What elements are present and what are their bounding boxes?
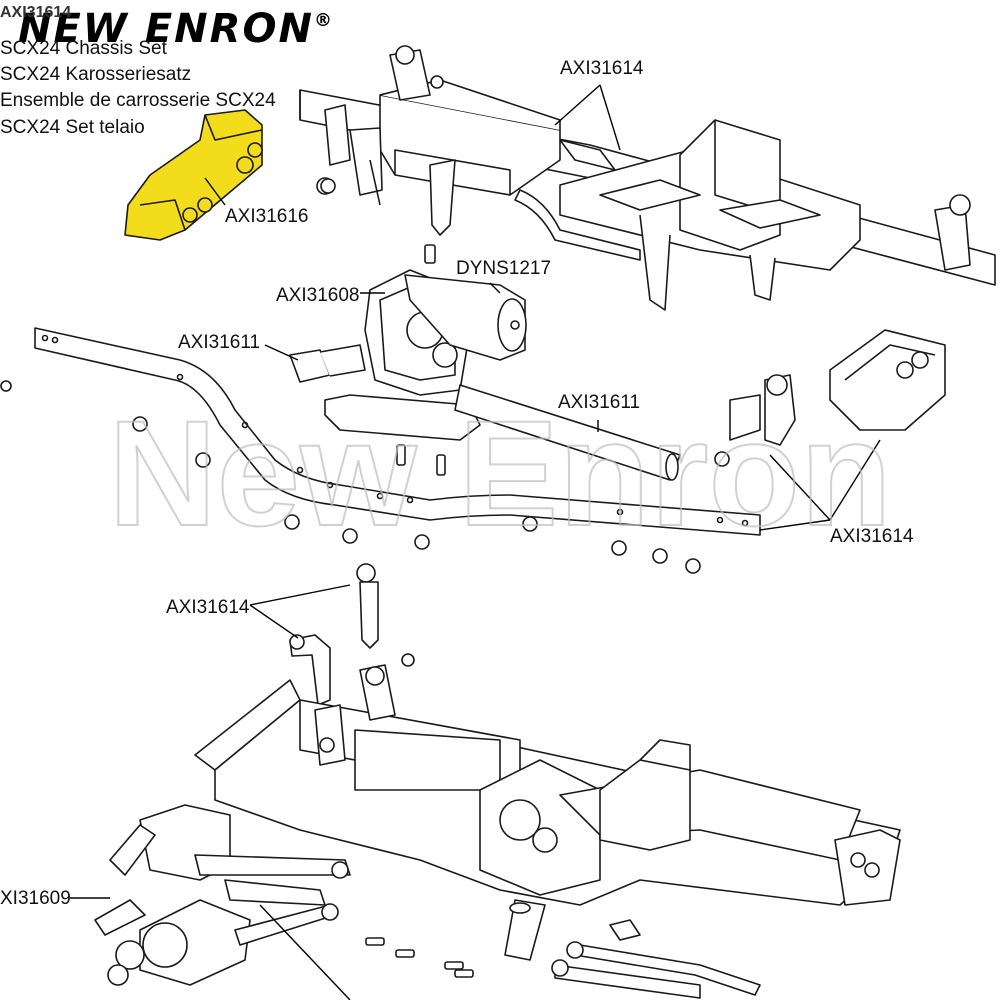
highlighted-part-axi31616 bbox=[124, 109, 263, 241]
header-part-code: AXI31614 bbox=[0, 4, 72, 21]
body-mount-posts bbox=[289, 563, 379, 706]
top-center-cage bbox=[559, 119, 861, 311]
middle-side-rail bbox=[34, 327, 761, 536]
bottom-chassis-assembly bbox=[194, 664, 901, 906]
middle-shock-tower bbox=[729, 374, 796, 446]
header-line-3: Ensemble de carrosserie SCX24 bbox=[0, 90, 276, 111]
callout-axi31609: XI31609 bbox=[0, 888, 71, 909]
brand-logo: NEW ENRON® bbox=[18, 6, 334, 52]
top-right-shock-tower bbox=[934, 194, 971, 271]
brand-mark: ® bbox=[313, 10, 334, 31]
callout-axi31614-right: AXI31614 bbox=[830, 526, 914, 547]
brand-name: NEW ENRON bbox=[18, 6, 314, 52]
callout-axi31616: AXI31616 bbox=[225, 206, 309, 227]
rear-driveshaft-axi31611 bbox=[454, 384, 681, 481]
header-line-1: SCX24 Chassis Set bbox=[0, 38, 167, 59]
callout-axi31614-mid: AXI31614 bbox=[166, 597, 250, 618]
callout-axi31608: AXI31608 bbox=[276, 285, 360, 306]
front-suspension-axi31609 bbox=[94, 804, 351, 986]
header-line-2: SCX24 Karosseriesatz bbox=[0, 64, 192, 85]
top-shock-tower-left bbox=[389, 45, 444, 101]
rear-suspension-links bbox=[504, 899, 761, 999]
callout-axi31614-top: AXI31614 bbox=[560, 58, 644, 79]
gearbox-mount-plate bbox=[324, 394, 481, 441]
loose-screws bbox=[0, 178, 730, 802]
watermark-text: New Enron bbox=[108, 389, 891, 557]
callout-axi31611-right: AXI31611 bbox=[558, 392, 641, 413]
middle-rear-bumper bbox=[829, 329, 946, 431]
callout-axi31611-left: AXI31611 bbox=[178, 332, 261, 353]
callout-leader-lines bbox=[70, 84, 881, 1001]
motor-dyns1217 bbox=[404, 274, 527, 361]
header-line-4: SCX24 Set telaio bbox=[0, 117, 145, 138]
front-driveshaft-yoke bbox=[289, 344, 366, 383]
top-body-posts bbox=[316, 104, 456, 236]
callout-dyns1217: DYNS1217 bbox=[456, 258, 552, 279]
bottom-screws bbox=[365, 937, 474, 978]
